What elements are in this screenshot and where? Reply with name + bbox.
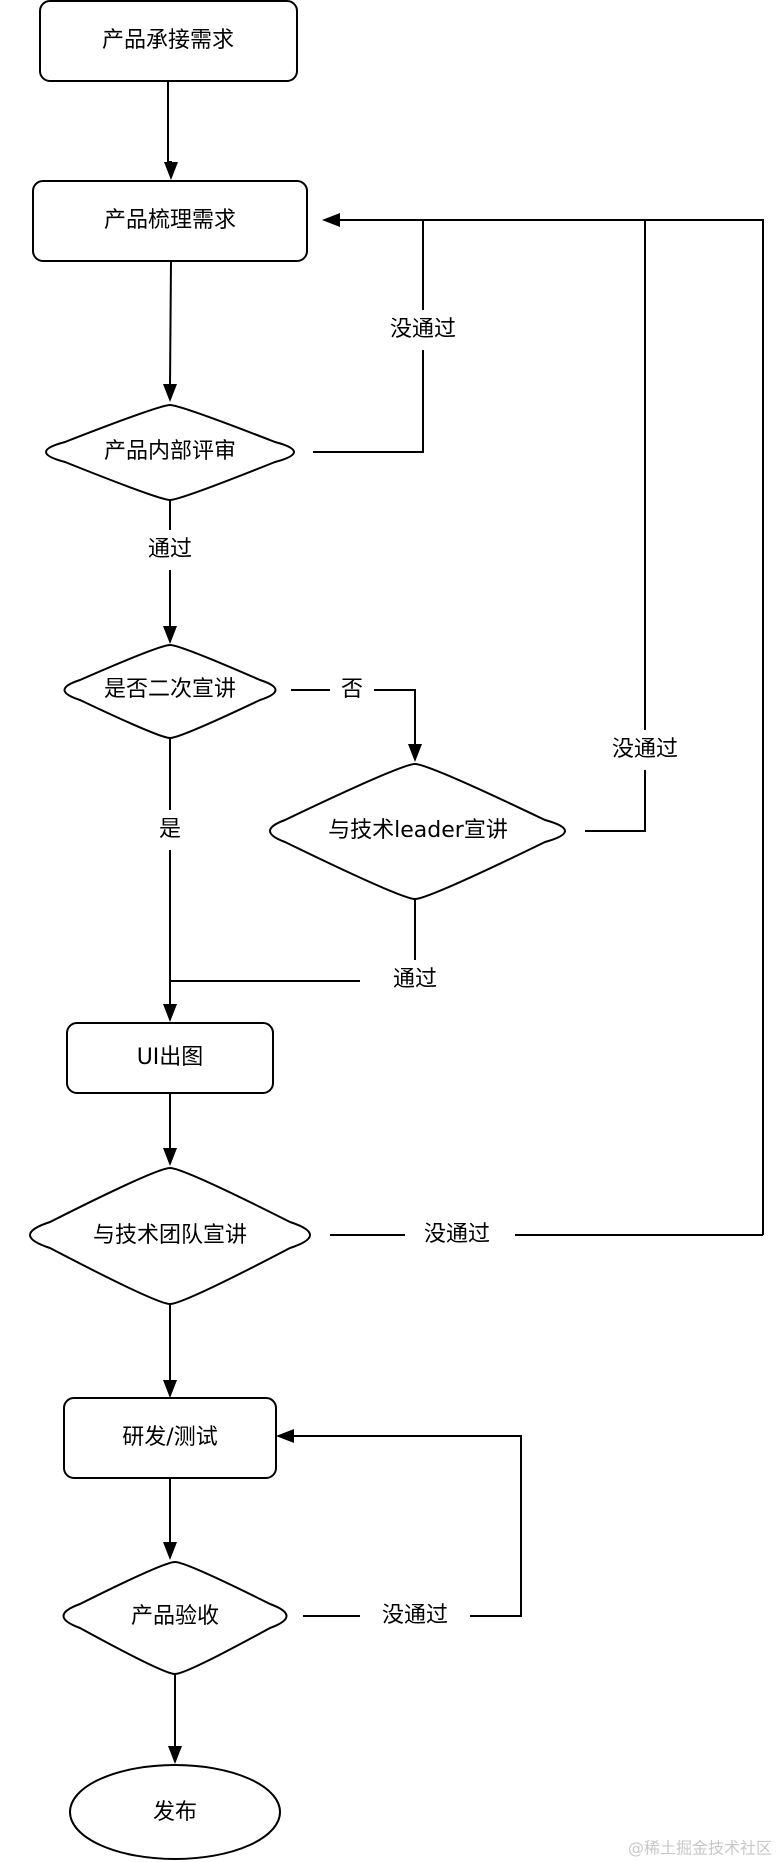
edge-review-fail bbox=[313, 220, 424, 453]
arrowhead bbox=[322, 213, 340, 227]
node-ui-design-label: UI出图 bbox=[137, 1045, 204, 1070]
label-review-pass: 通过 bbox=[148, 537, 192, 562]
node-product-sort-label: 产品梳理需求 bbox=[104, 208, 236, 233]
node-release bbox=[69, 1764, 281, 1860]
node-second-presentation bbox=[63, 643, 277, 740]
label-second-no: 否 bbox=[341, 677, 363, 702]
arrowhead bbox=[164, 162, 178, 180]
arrowhead bbox=[168, 1746, 182, 1764]
node-dev-test-label: 研发/测试 bbox=[122, 1425, 217, 1450]
node-product-accept-label: 产品承接需求 bbox=[102, 28, 234, 53]
arrowhead bbox=[163, 626, 177, 644]
node-ui-design bbox=[66, 1022, 274, 1094]
arrowhead bbox=[276, 1429, 294, 1443]
arrowhead bbox=[163, 1148, 177, 1166]
watermark: @稀土掘金技术社区 bbox=[628, 1839, 772, 1858]
node-release-label: 发布 bbox=[153, 1800, 197, 1825]
node-product-sort bbox=[32, 180, 308, 262]
node-leader-presentation bbox=[269, 762, 566, 901]
label-review-fail: 没通过 bbox=[390, 317, 456, 342]
edge-sort-to-review bbox=[169, 259, 172, 387]
node-product-acceptance bbox=[62, 1560, 288, 1676]
node-second-presentation-label: 是否二次宣讲 bbox=[104, 677, 236, 702]
arrowhead bbox=[163, 384, 177, 402]
node-internal-review-label: 产品内部评审 bbox=[104, 439, 236, 464]
label-team-fail: 没通过 bbox=[424, 1222, 490, 1247]
label-leader-fail: 没通过 bbox=[612, 737, 678, 762]
edge-acceptance-fail bbox=[294, 1435, 522, 1617]
node-team-presentation-label: 与技术团队宣讲 bbox=[93, 1223, 247, 1248]
node-internal-review bbox=[45, 403, 295, 502]
arrowhead bbox=[163, 1380, 177, 1398]
arrowhead bbox=[163, 1542, 177, 1560]
node-dev-test bbox=[63, 1397, 277, 1479]
label-second-yes: 是 bbox=[159, 817, 181, 842]
node-product-accept bbox=[39, 0, 298, 82]
label-leader-pass: 通过 bbox=[393, 967, 437, 992]
node-product-acceptance-label: 产品验收 bbox=[131, 1604, 219, 1629]
arrowhead bbox=[408, 744, 422, 762]
edge-feedback-main bbox=[340, 219, 764, 1235]
node-team-presentation bbox=[29, 1166, 311, 1306]
arrowhead bbox=[163, 1004, 177, 1022]
edge-accept-to-sort bbox=[167, 82, 172, 168]
label-acceptance-fail: 没通过 bbox=[382, 1603, 448, 1628]
edge-leader-fail bbox=[585, 220, 646, 832]
node-leader-presentation-label: 与技术leader宣讲 bbox=[328, 818, 508, 843]
